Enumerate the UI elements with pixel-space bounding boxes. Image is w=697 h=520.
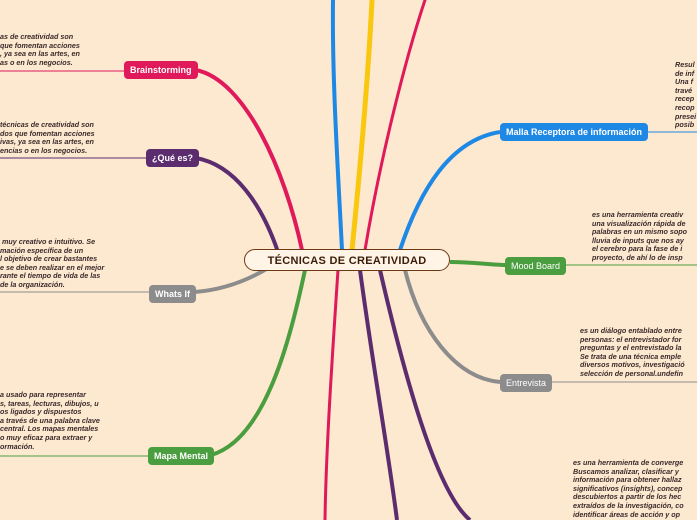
mapa-mental-note: a usado para representar s, tareas, lect… [0, 391, 100, 451]
node-mapa-mental[interactable]: Mapa Mental [148, 447, 215, 465]
node-entrevista[interactable]: Entrevista [500, 374, 553, 392]
branch-line-entrevista [403, 269, 501, 384]
branch-line-top-pink [363, 0, 427, 252]
branch-line-brainstorming [195, 68, 304, 251]
que-es-note: técnicas de creatividad son dos que fome… [0, 121, 95, 155]
node-malla-receptora[interactable]: Malla Receptora de información [500, 123, 649, 141]
bottom-right-note: es una herramienta de converge Buscamos … [573, 459, 684, 519]
branch-line-top-blue [330, 0, 344, 252]
branch-line-que-es [195, 156, 280, 253]
node-que-es[interactable]: ¿Qué es? [146, 149, 200, 167]
branch-line-bottom-purple-2 [378, 269, 472, 520]
mood-board-note: es una herramienta creativ una visualiza… [592, 211, 688, 262]
node-mood-board[interactable]: Mood Board [505, 257, 567, 275]
node-whats-if[interactable]: Whats If [149, 285, 196, 303]
branch-line-mapa-mental [210, 269, 307, 457]
branch-line-bottom-purple-1 [358, 269, 399, 520]
branch-line-bottom-pink [323, 269, 340, 520]
brainstorming-note: as de creatividad son que fomentan accio… [0, 33, 80, 67]
branch-line-mood-board [449, 260, 506, 267]
node-brainstorming[interactable]: Brainstorming [124, 61, 198, 79]
entrevista-note: es un diálogo entablado entre personas: … [580, 327, 685, 378]
whats-if-note: muy creativo e intuitivo. Se mación espe… [0, 238, 105, 289]
branch-line-whats-if [194, 266, 270, 294]
malla-receptora-note: Resul de inf Una f travé recep recop pre… [675, 61, 697, 130]
branch-line-top-yellow [349, 0, 375, 253]
central-topic[interactable]: TÉCNICAS DE CREATIVIDAD [244, 249, 450, 271]
branch-line-malla-receptora [398, 130, 501, 251]
